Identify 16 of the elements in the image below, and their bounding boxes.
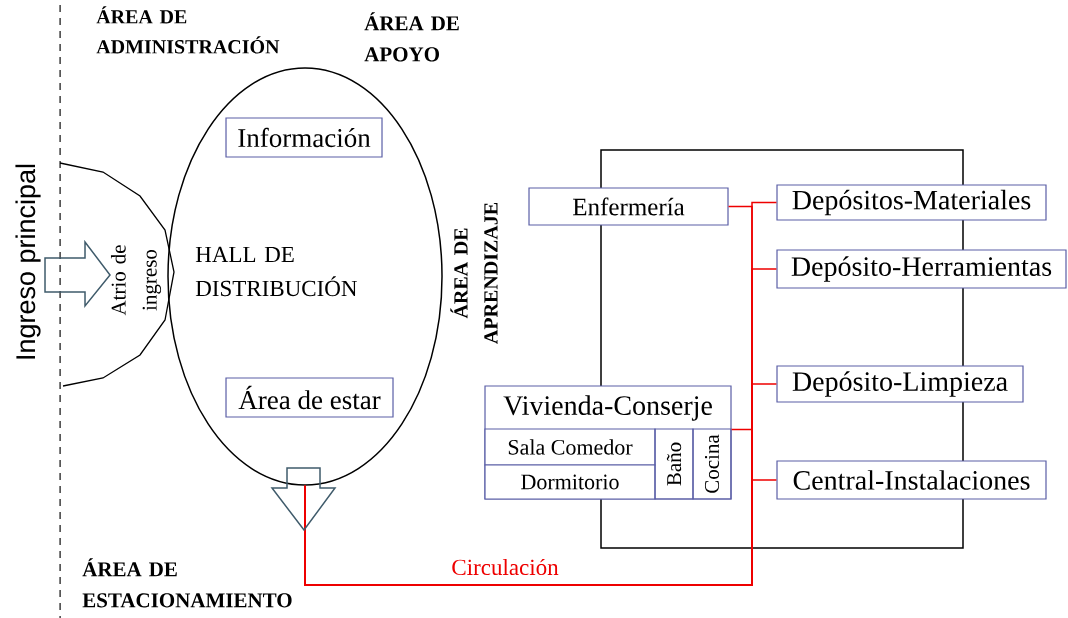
room-cell: Dormitorio	[484, 464, 656, 500]
area-label: ÁREA DE ESTACIONAMIENTO	[82, 558, 292, 608]
room-box: Información	[225, 117, 383, 158]
circulation-line	[304, 479, 778, 586]
area-label: ÁREA DE APRENDIZAJE	[450, 202, 498, 344]
room-box: Enfermería	[528, 187, 729, 226]
area-label: ÁREA DE APOYO	[364, 12, 459, 62]
room-box: Depósito-Limpieza	[776, 365, 1024, 403]
area-label: ÁREA DE ADMINISTRACIÓN	[96, 6, 280, 54]
room-box: Central-Instalaciones	[776, 460, 1047, 500]
edge-label: Circulación	[450, 557, 560, 577]
room-box: Depósito-Herramientas	[776, 249, 1067, 289]
room-cell: Sala Comedor	[484, 428, 656, 466]
room-box: Depósitos-Materiales	[776, 184, 1047, 221]
room-box: Área de estar	[225, 377, 394, 418]
entrance-atrium: Atrio de ingreso	[59, 162, 175, 387]
